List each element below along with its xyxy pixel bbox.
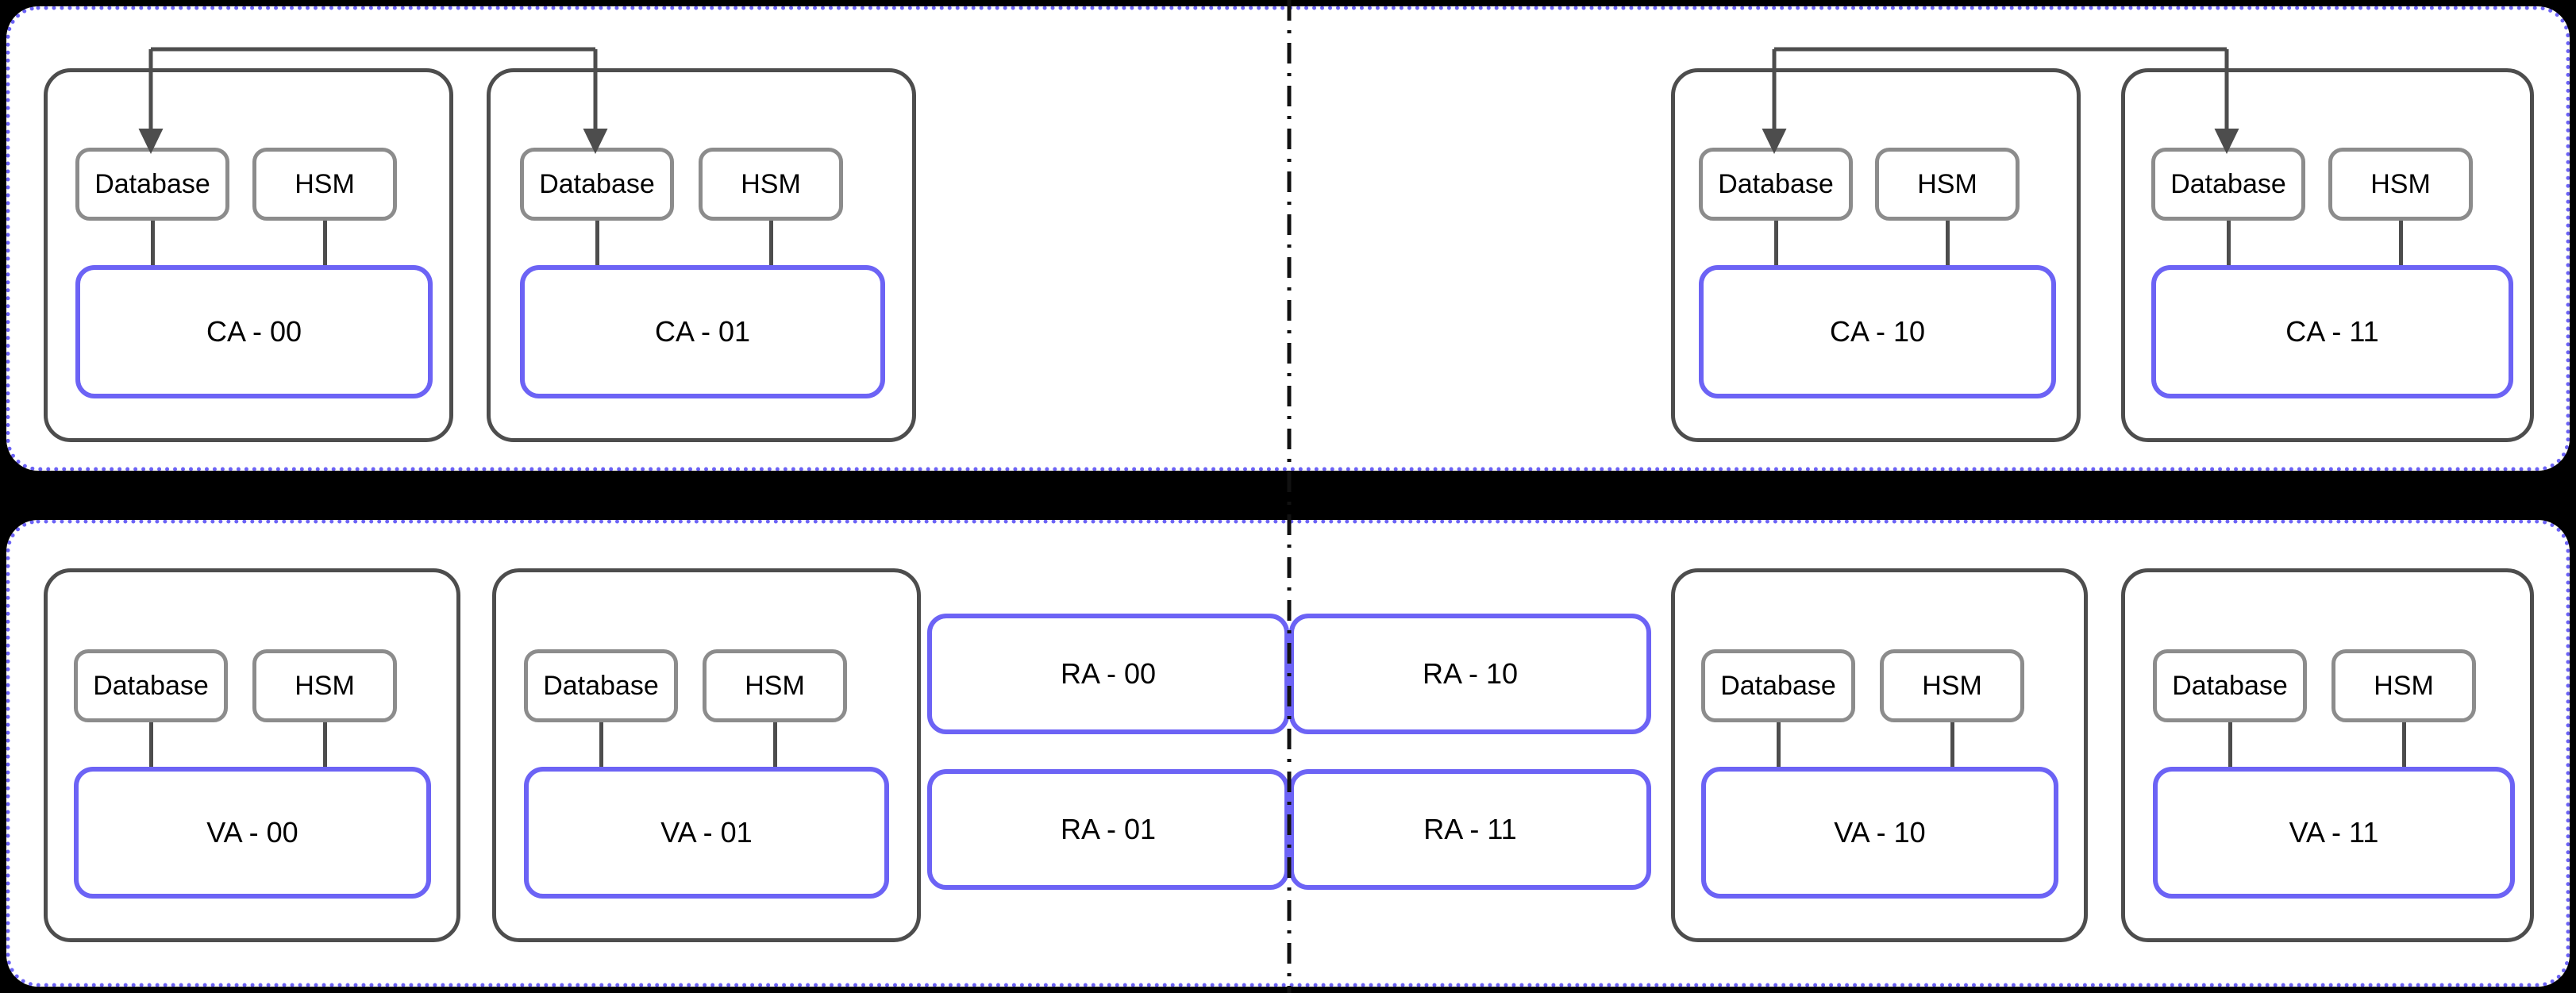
ra-10-service[interactable]: RA - 10	[1289, 614, 1651, 734]
ca-11-service[interactable]: CA - 11	[2151, 265, 2513, 398]
database-box[interactable]: Database	[524, 649, 678, 722]
hsm-box[interactable]: HSM	[1875, 148, 2020, 221]
ca-00-service[interactable]: CA - 00	[75, 265, 433, 398]
hsm-box[interactable]: HSM	[252, 148, 397, 221]
hsm-box[interactable]: HSM	[699, 148, 843, 221]
database-connector-stem	[1777, 722, 1781, 768]
hsm-box[interactable]: HSM	[2331, 649, 2476, 722]
hsm-box[interactable]: HSM	[252, 649, 397, 722]
database-connector-stem	[2227, 221, 2231, 267]
database-box[interactable]: Database	[74, 649, 228, 722]
database-connector-stem	[149, 722, 153, 768]
database-connector-stem	[595, 221, 599, 267]
hsm-box[interactable]: HSM	[2328, 148, 2473, 221]
hsm-connector-stem	[323, 722, 327, 768]
ra-11-service[interactable]: RA - 11	[1289, 769, 1651, 890]
va-00-service[interactable]: VA - 00	[74, 767, 431, 899]
hsm-box[interactable]: HSM	[1880, 649, 2024, 722]
ca-01-service[interactable]: CA - 01	[520, 265, 885, 398]
database-box[interactable]: Database	[520, 148, 674, 221]
hsm-connector-stem	[1946, 221, 1950, 267]
va-10-service[interactable]: VA - 10	[1701, 767, 2058, 899]
database-connector-stem	[599, 722, 603, 768]
hsm-connector-stem	[1950, 722, 1954, 768]
database-connector-stem	[2228, 722, 2232, 768]
database-box[interactable]: Database	[2151, 148, 2305, 221]
hsm-connector-stem	[769, 221, 773, 267]
va-11-service[interactable]: VA - 11	[2153, 767, 2515, 899]
hsm-box[interactable]: HSM	[703, 649, 847, 722]
hsm-connector-stem	[2402, 722, 2406, 768]
va-01-service[interactable]: VA - 01	[524, 767, 889, 899]
database-connector-stem	[151, 221, 155, 267]
database-box[interactable]: Database	[2153, 649, 2307, 722]
ca-10-service[interactable]: CA - 10	[1699, 265, 2056, 398]
hsm-connector-stem	[323, 221, 327, 267]
database-box[interactable]: Database	[1699, 148, 1853, 221]
hsm-connector-stem	[2399, 221, 2403, 267]
database-connector-stem	[1774, 221, 1778, 267]
database-box[interactable]: Database	[1701, 649, 1855, 722]
ra-00-service[interactable]: RA - 00	[927, 614, 1289, 734]
ra-01-service[interactable]: RA - 01	[927, 769, 1289, 890]
hsm-connector-stem	[773, 722, 777, 768]
database-box[interactable]: Database	[75, 148, 229, 221]
